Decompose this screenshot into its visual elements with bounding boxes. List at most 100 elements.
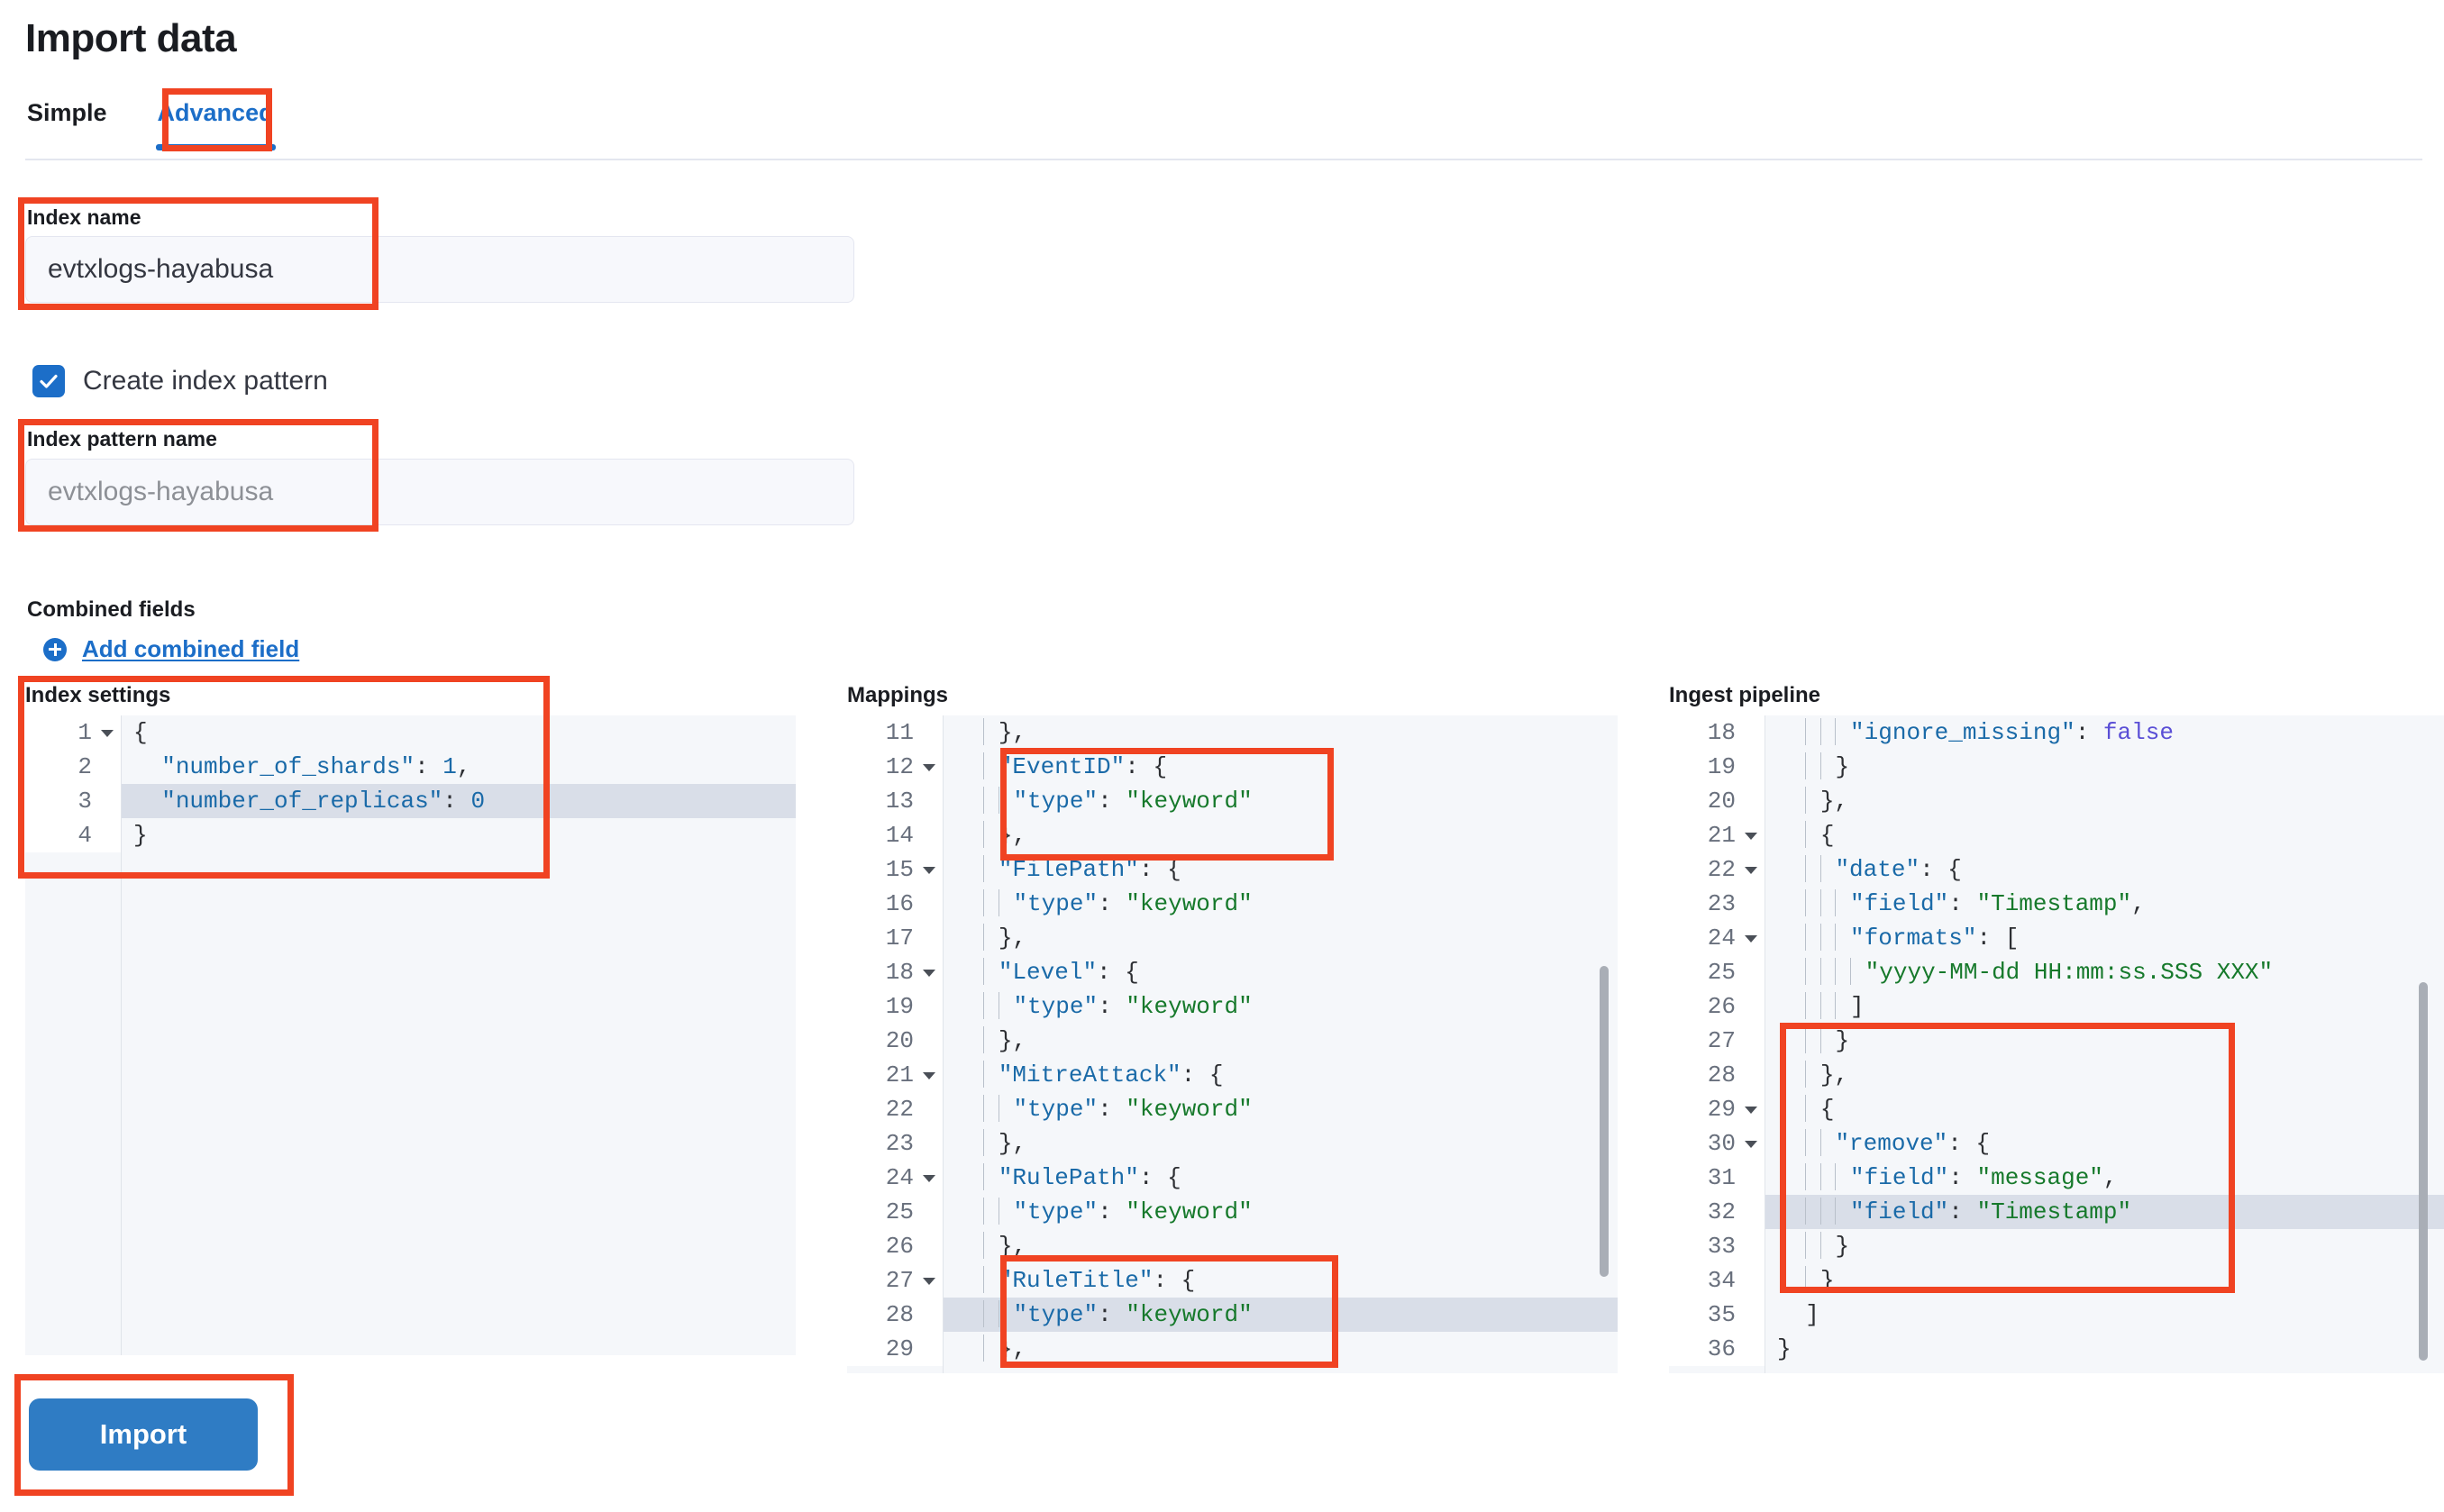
code-line[interactable]: 30 "remove": { bbox=[1669, 1126, 2444, 1161]
line-number: 14 bbox=[847, 818, 919, 852]
fold-spacer bbox=[919, 1332, 943, 1366]
fold-toggle-icon[interactable] bbox=[919, 1161, 943, 1195]
fold-spacer bbox=[919, 1092, 943, 1126]
code-text: "number_of_replicas": 0 bbox=[161, 788, 486, 815]
create-index-pattern-row[interactable]: Create index pattern bbox=[32, 365, 328, 397]
code-line[interactable]: 18 "ignore_missing": false bbox=[1669, 715, 2444, 750]
code-line[interactable]: 3 "number_of_replicas": 0 bbox=[25, 784, 796, 818]
code-line[interactable]: 32 "field": "Timestamp" bbox=[1669, 1195, 2444, 1229]
index-name-input[interactable] bbox=[25, 236, 854, 303]
code-text: "FilePath": { bbox=[943, 852, 1181, 887]
code-line[interactable]: 28 "type": "keyword" bbox=[847, 1298, 1618, 1332]
code-line[interactable]: 29 { bbox=[1669, 1092, 2444, 1126]
code-line[interactable]: 20 }, bbox=[847, 1024, 1618, 1058]
code-line[interactable]: 27 "RuleTitle": { bbox=[847, 1263, 1618, 1298]
code-line[interactable]: 27 } bbox=[1669, 1024, 2444, 1058]
fold-toggle-icon[interactable] bbox=[919, 750, 943, 784]
fold-spacer bbox=[1741, 1161, 1765, 1195]
code-line[interactable]: 20 }, bbox=[1669, 784, 2444, 818]
fold-toggle-icon[interactable] bbox=[1741, 1092, 1765, 1126]
code-line[interactable]: 14 }, bbox=[847, 818, 1618, 852]
line-number: 1 bbox=[25, 715, 97, 750]
mappings-panel: Mappings 11 },12 "EventID": {13 "type": … bbox=[847, 683, 1618, 1373]
code-line[interactable]: 31 "field": "message", bbox=[1669, 1161, 2444, 1195]
line-number: 11 bbox=[847, 715, 919, 750]
code-line[interactable]: 26 }, bbox=[847, 1229, 1618, 1263]
code-line[interactable]: 36} bbox=[1669, 1332, 2444, 1366]
code-line[interactable]: 23 }, bbox=[847, 1126, 1618, 1161]
fold-toggle-icon[interactable] bbox=[1741, 921, 1765, 955]
code-line[interactable]: 15 "FilePath": { bbox=[847, 852, 1618, 887]
code-text: "type": "keyword" bbox=[943, 989, 1253, 1024]
code-text: }, bbox=[943, 818, 1026, 852]
code-line[interactable]: 24 "RulePath": { bbox=[847, 1161, 1618, 1195]
code-line[interactable]: 13 "type": "keyword" bbox=[847, 784, 1618, 818]
fold-toggle-icon[interactable] bbox=[919, 1058, 943, 1092]
code-line[interactable]: 17 }, bbox=[847, 921, 1618, 955]
code-line[interactable]: 21 { bbox=[1669, 818, 2444, 852]
code-text: }, bbox=[943, 1332, 1026, 1366]
code-line[interactable]: 34 } bbox=[1669, 1263, 2444, 1298]
code-line[interactable]: 2 "number_of_shards": 1, bbox=[25, 750, 796, 784]
fold-toggle-icon[interactable] bbox=[1741, 818, 1765, 852]
line-number: 26 bbox=[847, 1229, 919, 1263]
code-line[interactable]: 18 "Level": { bbox=[847, 955, 1618, 989]
tab-simple[interactable]: Simple bbox=[27, 99, 107, 126]
code-line[interactable]: 4} bbox=[25, 818, 796, 852]
code-line[interactable]: 1{ bbox=[25, 715, 796, 750]
code-line[interactable]: 25 "type": "keyword" bbox=[847, 1195, 1618, 1229]
code-line[interactable]: 33 } bbox=[1669, 1229, 2444, 1263]
code-line[interactable]: 29 }, bbox=[847, 1332, 1618, 1366]
fold-toggle-icon[interactable] bbox=[97, 715, 121, 750]
add-combined-field-link[interactable]: Add combined field bbox=[43, 635, 299, 663]
code-line[interactable]: 35 ] bbox=[1669, 1298, 2444, 1332]
line-number: 27 bbox=[847, 1263, 919, 1298]
code-text: "formats": [ bbox=[1765, 921, 2019, 955]
code-line[interactable]: 21 "MitreAttack": { bbox=[847, 1058, 1618, 1092]
fold-toggle-icon[interactable] bbox=[919, 1263, 943, 1298]
code-line[interactable]: 22 "type": "keyword" bbox=[847, 1092, 1618, 1126]
code-line[interactable]: 28 }, bbox=[1669, 1058, 2444, 1092]
code-line[interactable]: 26 ] bbox=[1669, 989, 2444, 1024]
code-line[interactable]: 23 "field": "Timestamp", bbox=[1669, 887, 2444, 921]
code-line[interactable]: 12 "EventID": { bbox=[847, 750, 1618, 784]
import-button[interactable]: Import bbox=[29, 1398, 258, 1471]
index-pattern-name-input[interactable] bbox=[25, 459, 854, 525]
code-line[interactable]: 16 "type": "keyword" bbox=[847, 887, 1618, 921]
code-text: { bbox=[1765, 818, 1834, 852]
fold-spacer bbox=[97, 784, 121, 818]
line-number: 32 bbox=[1669, 1195, 1741, 1229]
code-text: "ignore_missing": false bbox=[1765, 715, 2174, 750]
mappings-scrollbar[interactable] bbox=[1600, 966, 1609, 1277]
fold-spacer bbox=[97, 750, 121, 784]
create-index-pattern-checkbox[interactable] bbox=[32, 365, 65, 397]
line-number: 24 bbox=[847, 1161, 919, 1195]
line-number: 30 bbox=[1669, 1126, 1741, 1161]
ingest-pipeline-scrollbar[interactable] bbox=[2419, 982, 2428, 1361]
line-number: 35 bbox=[1669, 1298, 1741, 1332]
line-number: 33 bbox=[1669, 1229, 1741, 1263]
fold-toggle-icon[interactable] bbox=[1741, 1126, 1765, 1161]
fold-toggle-icon[interactable] bbox=[919, 955, 943, 989]
code-text: "remove": { bbox=[1765, 1126, 1990, 1161]
code-text: }, bbox=[943, 1229, 1026, 1263]
add-combined-field-label: Add combined field bbox=[82, 635, 300, 662]
mappings-editor[interactable]: 11 },12 "EventID": {13 "type": "keyword"… bbox=[847, 715, 1618, 1373]
line-number: 18 bbox=[1669, 715, 1741, 750]
code-line[interactable]: 25 "yyyy-MM-dd HH:mm:ss.SSS XXX" bbox=[1669, 955, 2444, 989]
index-settings-panel: Index settings 1{2 "number_of_shards": 1… bbox=[25, 683, 796, 1355]
index-settings-editor[interactable]: 1{2 "number_of_shards": 1,3 "number_of_r… bbox=[25, 715, 796, 1355]
page-title: Import data bbox=[25, 16, 237, 60]
ingest-pipeline-panel: Ingest pipeline 18 "ignore_missing": fal… bbox=[1669, 683, 2444, 1373]
fold-toggle-icon[interactable] bbox=[919, 852, 943, 887]
code-text: "field": "Timestamp" bbox=[1765, 1195, 2131, 1229]
code-line[interactable]: 24 "formats": [ bbox=[1669, 921, 2444, 955]
code-text: }, bbox=[1765, 784, 1848, 818]
tab-advanced[interactable]: Advanced bbox=[155, 94, 276, 150]
code-line[interactable]: 22 "date": { bbox=[1669, 852, 2444, 887]
code-line[interactable]: 19 } bbox=[1669, 750, 2444, 784]
fold-toggle-icon[interactable] bbox=[1741, 852, 1765, 887]
code-line[interactable]: 19 "type": "keyword" bbox=[847, 989, 1618, 1024]
code-line[interactable]: 11 }, bbox=[847, 715, 1618, 750]
